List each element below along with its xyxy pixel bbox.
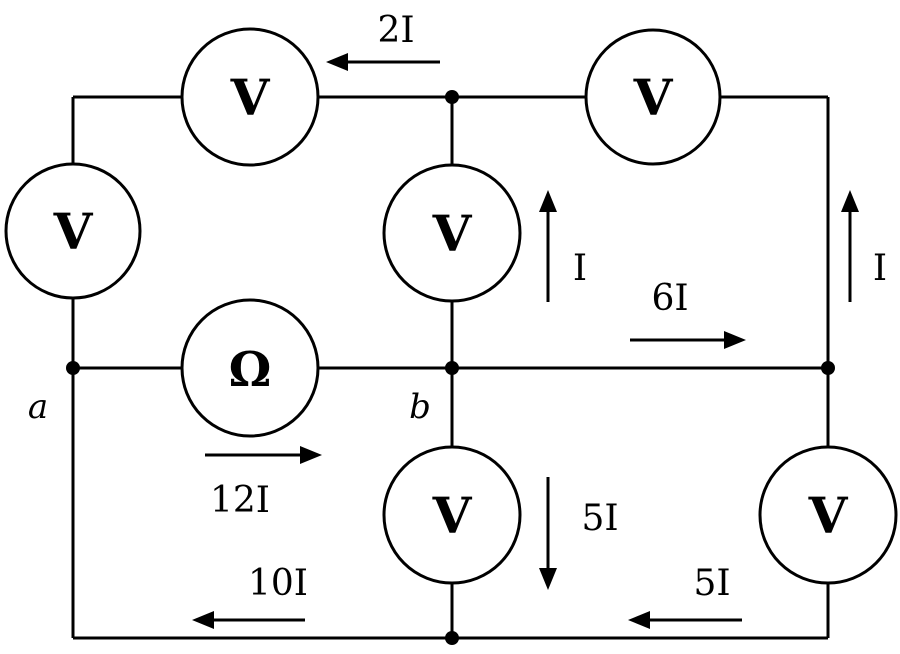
arrow-bottom-right-5I: 5I — [628, 563, 742, 629]
node-a-label: a — [28, 387, 48, 427]
arrow-right-vertical-I: I — [841, 190, 887, 302]
voltmeter-top-left: V — [180, 27, 320, 167]
node-b-label: b — [409, 387, 431, 427]
junction-top-middle — [445, 90, 459, 104]
current-label: I — [573, 248, 587, 289]
arrow-middle-lower-5I: 5I — [539, 477, 619, 590]
arrow-middle-horizontal-6I: 6I — [630, 278, 746, 349]
current-label: 10I — [248, 563, 308, 604]
arrow-bottom-left-10I: 10I — [192, 563, 308, 629]
current-label: 5I — [693, 563, 730, 604]
voltmeter-right-lower: V — [758, 445, 898, 585]
junction-right-middle — [821, 361, 835, 375]
junction-bottom-middle — [445, 631, 459, 645]
current-label: I — [873, 248, 887, 289]
meter-symbol: V — [808, 486, 849, 545]
ohmmeter: Ω — [180, 298, 320, 438]
arrow-top-2I: 2I — [326, 10, 440, 71]
voltmeter-top-right: V — [584, 28, 722, 166]
meter-symbol: V — [230, 68, 271, 127]
current-label: 2I — [377, 10, 414, 51]
meter-symbol: V — [53, 202, 94, 261]
meter-symbol: V — [633, 68, 674, 127]
meter-symbol: V — [432, 204, 473, 263]
voltmeter-left: V — [4, 162, 142, 300]
arrow-ohmmeter-12I: 12I — [205, 446, 322, 521]
meter-symbol: V — [432, 486, 473, 545]
junction-b — [445, 361, 459, 375]
current-label: 5I — [581, 498, 618, 539]
arrow-middle-vertical-I: I — [539, 190, 587, 302]
current-label: 6I — [651, 278, 688, 319]
current-label: 12I — [210, 480, 270, 521]
junction-a — [66, 361, 80, 375]
voltmeter-middle-lower: V — [382, 445, 522, 585]
voltmeter-middle-upper: V — [382, 163, 522, 303]
ohm-symbol: Ω — [229, 342, 272, 398]
